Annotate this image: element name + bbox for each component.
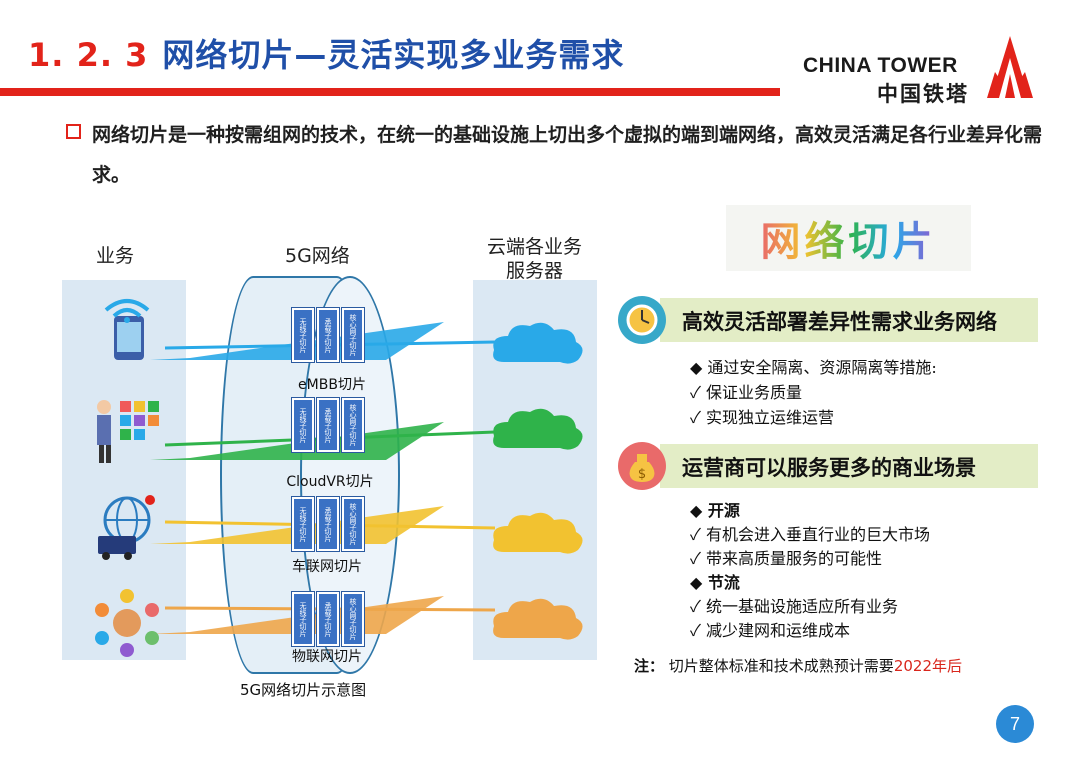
iot-devices-icon: [95, 589, 159, 657]
column-label-5g: 5G网络: [285, 245, 350, 267]
list-item: ◆ 开源: [690, 501, 740, 520]
section-1-items: ◆ 通过安全隔离、资源隔离等措施: ✓ 保证业务质量 ✓ 实现独立运维运营: [690, 354, 937, 429]
list-item: ✓ 有机会进入垂直行业的巨大市场: [690, 525, 931, 544]
page-title: 1. 2. 3 网络切片—灵活实现多业务需求: [28, 30, 624, 76]
column-label-cloud-line1: 云端各业务: [487, 236, 583, 258]
sub-slice-chip: 核心网子切片: [342, 398, 364, 452]
sub-slice-chip: 无线子切片: [292, 308, 314, 362]
section-number: 1. 2. 3: [28, 36, 149, 74]
sub-slice-chip: 核心网子切片: [342, 497, 364, 551]
sub-slice-chip: 无线子切片: [292, 592, 314, 646]
hollow-square-bullet-icon: [66, 124, 81, 139]
diagram-caption: 5G网络切片示意图: [240, 681, 367, 699]
list-item: ✓ 实现独立运维运营: [690, 408, 835, 427]
money-bag-icon: $: [618, 442, 666, 490]
list-item: ✓ 带来高质量服务的可能性: [690, 549, 883, 568]
brand-name-en: CHINA TOWER: [803, 54, 958, 77]
list-item: ◆ 节流: [690, 573, 740, 592]
chip-group-iov: 无线子切片 承载子切片 核心网子切片: [292, 497, 364, 551]
sub-slice-chip: 承载子切片: [317, 497, 339, 551]
list-item: ✓ 统一基础设施适应所有业务: [690, 597, 899, 616]
cloud-icon: [493, 598, 583, 640]
title-text: 网络切片—灵活实现多业务需求: [162, 36, 625, 74]
vr-user-apps-icon: [97, 400, 159, 463]
list-item: ◆ 通过安全隔离、资源隔离等措施:: [690, 358, 937, 377]
sub-slice-chip: 无线子切片: [292, 497, 314, 551]
list-item: ✓ 保证业务质量: [690, 383, 803, 402]
list-item: ✓ 减少建网和运维成本: [690, 621, 851, 640]
wordart-text: 网络切片: [761, 209, 937, 267]
chip-group-cloudvr: 无线子切片 承载子切片 核心网子切片: [292, 398, 364, 452]
brand-name-cn: 中国铁塔: [877, 82, 969, 106]
footnote: 注： 切片整体标准和技术成熟预计需要2022年后: [634, 657, 962, 675]
section-title-1: 高效灵活部署差异性需求业务网络: [682, 310, 997, 334]
page-number: 7: [996, 705, 1034, 743]
intro-text: 网络切片是一种按需组网的技术，在统一的基础设施上切出多个虚拟的端到端网络，高效灵…: [92, 124, 1043, 186]
sub-slice-chip: 核心网子切片: [342, 308, 364, 362]
cloud-icon: [493, 322, 583, 364]
cloud-icon: [493, 512, 583, 554]
wordart-banner: 网络切片: [726, 205, 971, 271]
slice-label-cloudvr: CloudVR切片: [286, 474, 374, 490]
sub-slice-chip: 承载子切片: [317, 398, 339, 452]
column-label-business: 业务: [96, 245, 135, 267]
chip-group-embb: 无线子切片 承载子切片 核心网子切片: [292, 308, 364, 362]
svg-text:$: $: [638, 467, 646, 482]
title-underline: [0, 88, 780, 96]
sub-slice-chip: 核心网子切片: [342, 592, 364, 646]
section-title-2: 运营商可以服务更多的商业场景: [682, 456, 976, 480]
china-tower-logo-icon: [987, 36, 1033, 98]
chip-group-iot: 无线子切片 承载子切片 核心网子切片: [292, 592, 364, 646]
section-header-1: [660, 298, 1038, 342]
sub-slice-chip: 承载子切片: [317, 592, 339, 646]
clock-icon: [618, 296, 666, 344]
slice-label-iot: 物联网切片: [292, 649, 362, 665]
slice-label-iov: 车联网切片: [292, 559, 362, 575]
section-header-2: [660, 444, 1038, 488]
smartphone-wifi-icon: [104, 299, 150, 360]
connected-vehicle-icon: [98, 495, 155, 560]
sub-slice-chip: 承载子切片: [317, 308, 339, 362]
sub-slice-chip: 无线子切片: [292, 398, 314, 452]
slice-label-embb: eMBB切片: [298, 377, 366, 393]
cloud-icon: [493, 408, 583, 450]
section-2-items: ◆ 开源 ✓ 有机会进入垂直行业的巨大市场 ✓ 带来高质量服务的可能性 ◆ 节流…: [690, 497, 930, 641]
column-label-cloud-line2: 服务器: [506, 260, 564, 282]
